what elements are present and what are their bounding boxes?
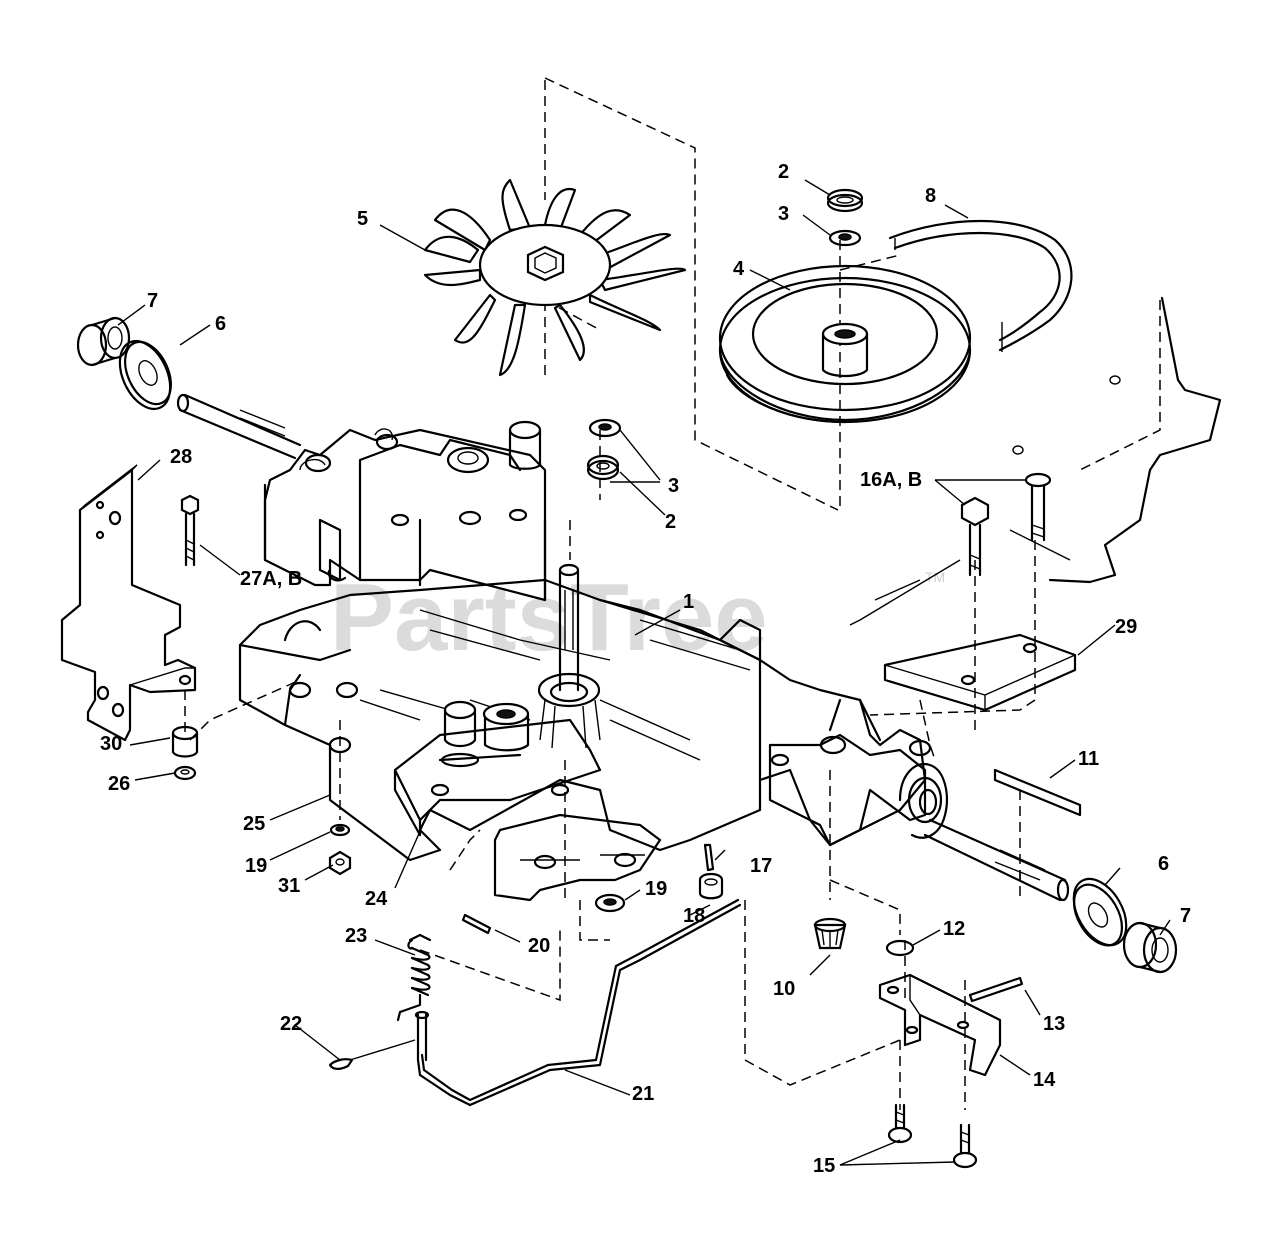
cooling-fan [423, 178, 687, 377]
callout-22: 22 [280, 1013, 302, 1035]
callout-2-lower: 2 [665, 511, 676, 533]
mounting-bracket [60, 464, 197, 742]
callout-10: 10 [773, 978, 795, 1000]
callout-1: 1 [683, 591, 694, 613]
drive-pulley [718, 264, 972, 424]
callout-29: 29 [1115, 616, 1137, 638]
callout-3-top: 3 [778, 203, 789, 225]
top-washer [828, 229, 862, 247]
watermark-tm: TM [925, 569, 945, 585]
spacer [171, 725, 199, 758]
cotter-pin [328, 1058, 354, 1070]
bolt-16b [1024, 472, 1052, 542]
right-axle [923, 818, 1070, 902]
bolt-15b [952, 1123, 978, 1169]
callout-14: 14 [1033, 1069, 1056, 1091]
callout-5: 5 [357, 208, 368, 230]
callout-2-top: 2 [778, 161, 789, 183]
callout-23: 23 [345, 925, 367, 947]
right-thrust-washer [1072, 877, 1128, 947]
callout-6-left: 6 [215, 313, 226, 335]
callout-6-right: 6 [1158, 853, 1169, 875]
callout-19-center: 19 [645, 878, 667, 900]
callout-7-right: 7 [1180, 905, 1191, 927]
callout-17: 17 [750, 855, 772, 877]
leader-lines [117, 179, 1171, 1166]
support-plate [883, 633, 1077, 712]
callout-7-left: 7 [147, 290, 158, 312]
frame-outline [849, 296, 1222, 626]
axle-key [993, 768, 1082, 817]
washer-12 [885, 939, 915, 957]
callout-26: 26 [108, 773, 130, 795]
drive-belt [888, 219, 1073, 352]
callout-25: 25 [243, 813, 265, 835]
callout-31: 31 [278, 875, 300, 897]
spring [396, 933, 432, 1022]
callout-16: 16A, B [860, 469, 922, 491]
top-retaining-ring [826, 188, 864, 213]
long-bolt [180, 494, 200, 567]
callout-28: 28 [170, 446, 192, 468]
callout-4: 4 [733, 258, 745, 280]
callout-21: 21 [632, 1083, 654, 1105]
callout-27: 27A, B [240, 568, 302, 590]
bolt-16a [960, 496, 990, 577]
washer-left [329, 823, 351, 837]
callout-15: 15 [813, 1155, 835, 1177]
callout-11: 11 [1078, 748, 1099, 770]
clevis-pin [414, 1010, 430, 1062]
lower-washer [588, 418, 622, 438]
callout-3-lower: 3 [668, 475, 679, 497]
left-bushing [76, 316, 131, 367]
lower-retaining-ring [586, 454, 620, 481]
lock-nut-left [328, 850, 352, 876]
cone-nut [813, 917, 847, 950]
lower-bracket [878, 973, 1002, 1077]
left-axle [176, 393, 302, 460]
right-bushing [1122, 921, 1178, 974]
callout-30: 30 [100, 733, 122, 755]
pin-13 [968, 976, 1024, 1003]
callout-19-left: 19 [245, 855, 267, 877]
lock-washer-left [173, 765, 197, 781]
callout-12: 12 [943, 918, 965, 940]
bolt-15a [887, 1103, 913, 1144]
washer-center [594, 893, 626, 913]
roll-pin-center [461, 913, 492, 935]
shift-link [698, 872, 724, 900]
callout-8: 8 [925, 185, 936, 207]
left-thrust-washer [118, 339, 172, 411]
transaxle-housing [238, 420, 948, 902]
callout-24: 24 [365, 888, 388, 910]
callout-13: 13 [1043, 1013, 1065, 1035]
callout-20: 20 [528, 935, 550, 957]
roll-pin-right [703, 843, 715, 872]
callout-labels: 2 3 8 4 5 7 6 28 27A, B 3 2 1 16A, B 29 … [100, 161, 1191, 1177]
shift-rod [416, 898, 742, 1107]
callout-18: 18 [683, 905, 705, 927]
